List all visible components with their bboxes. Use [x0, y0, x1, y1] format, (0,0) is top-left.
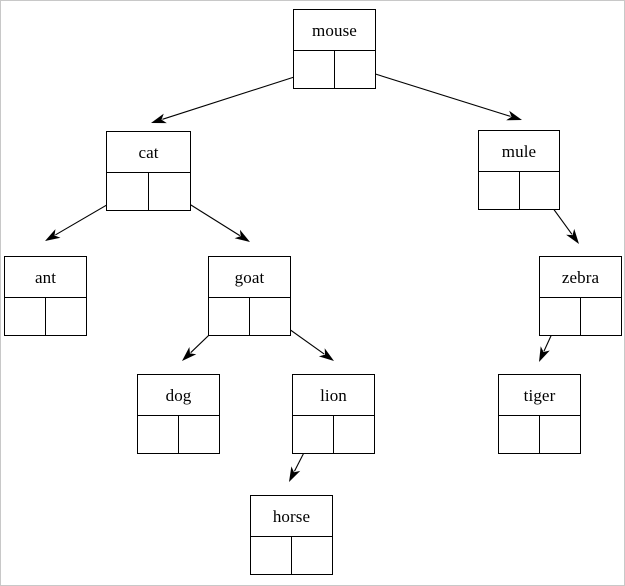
tree-node-label: mouse	[312, 20, 357, 40]
pointer-cell-left[interactable]	[107, 173, 149, 210]
pointer-cell-right[interactable]	[46, 298, 86, 335]
tree-node-pointer-cells	[499, 415, 580, 453]
pointer-cell-left[interactable]	[209, 298, 250, 335]
tree-node-label: zebra	[561, 267, 600, 287]
pointer-cell-left[interactable]	[294, 51, 335, 88]
pointer-cell-left[interactable]	[251, 537, 292, 574]
tree-node-label: tiger	[523, 385, 556, 405]
tree-node-label: goat	[234, 267, 265, 287]
tree-node-lion[interactable]: lion	[292, 374, 375, 454]
tree-node-pointer-cells	[479, 171, 559, 209]
tree-node-pointer-cells	[5, 297, 86, 335]
tree-edge-mouse-cat	[151, 69, 317, 124]
pointer-cell-right[interactable]	[334, 416, 374, 453]
pointer-cell-right[interactable]	[519, 172, 559, 209]
tree-node-label: ant	[34, 267, 57, 287]
pointer-cell-left[interactable]	[5, 298, 46, 335]
pointer-cell-right[interactable]	[250, 298, 290, 335]
tree-node-label: lion	[320, 385, 347, 405]
pointer-cell-left[interactable]	[293, 416, 334, 453]
tree-node-label: horse	[272, 506, 311, 526]
pointer-cell-right[interactable]	[540, 416, 580, 453]
pointer-cell-right[interactable]	[179, 416, 219, 453]
tree-node-label: mule	[501, 141, 537, 161]
tree-node-tiger[interactable]: tiger	[498, 374, 581, 454]
tree-node-goat[interactable]: goat	[208, 256, 291, 336]
tree-node-pointer-cells	[294, 50, 375, 88]
tree-node-mule[interactable]: mule	[478, 130, 560, 210]
tree-node-pointer-cells	[138, 415, 219, 453]
pointer-cell-left[interactable]	[499, 416, 540, 453]
pointer-cell-right[interactable]	[149, 173, 190, 210]
pointer-cell-left[interactable]	[540, 298, 581, 335]
tree-node-pointer-cells	[107, 172, 190, 210]
tree-node-pointer-cells	[209, 297, 290, 335]
tree-edge-mouse-mule	[352, 66, 522, 121]
pointer-cell-left[interactable]	[479, 172, 520, 209]
pointer-cell-right[interactable]	[581, 298, 621, 335]
tree-node-cat[interactable]: cat	[106, 131, 191, 211]
tree-node-label: dog	[165, 385, 192, 405]
tree-node-pointer-cells	[251, 536, 332, 574]
tree-node-zebra[interactable]: zebra	[539, 256, 622, 336]
pointer-cell-right[interactable]	[292, 537, 332, 574]
pointer-cell-left[interactable]	[138, 416, 179, 453]
tree-node-pointer-cells	[293, 415, 374, 453]
tree-node-dog[interactable]: dog	[137, 374, 220, 454]
pointer-cell-right[interactable]	[335, 51, 375, 88]
tree-node-horse[interactable]: horse	[250, 495, 333, 575]
tree-node-ant[interactable]: ant	[4, 256, 87, 336]
tree-node-pointer-cells	[540, 297, 621, 335]
tree-node-label: cat	[138, 142, 159, 162]
tree-node-mouse[interactable]: mouse	[293, 9, 376, 89]
